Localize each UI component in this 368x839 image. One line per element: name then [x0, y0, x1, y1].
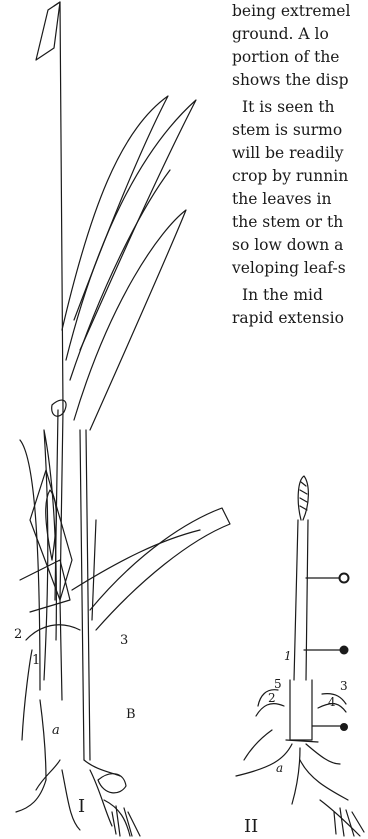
root [244, 730, 272, 760]
marker-dot [340, 723, 348, 731]
marker-dot [340, 646, 349, 655]
root [300, 760, 348, 800]
figure-two-label-4: 4 [328, 695, 336, 709]
figure-two-label-1: 1 [284, 649, 292, 663]
figure-two-label-5: 5 [274, 677, 282, 691]
figure-two-label-3: 3 [340, 679, 348, 693]
figure-two-caption: II [244, 816, 258, 837]
marker-ring [340, 574, 349, 583]
figure-two-label-2: 2 [268, 691, 276, 705]
root [292, 748, 300, 804]
seedling-stem [294, 520, 298, 680]
figure-two-label-a: a [276, 761, 283, 775]
root [320, 800, 360, 836]
root [306, 744, 340, 764]
